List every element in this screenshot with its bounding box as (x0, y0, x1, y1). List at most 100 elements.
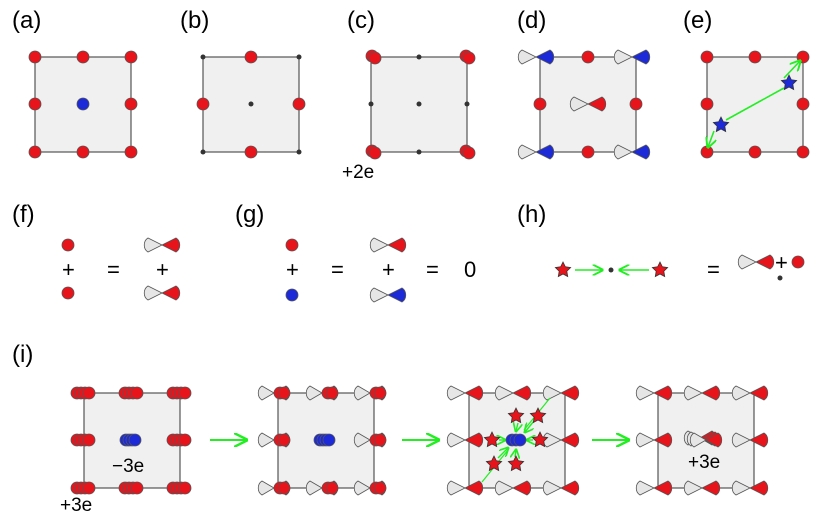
red-charge (462, 146, 476, 160)
red-charge (748, 50, 762, 64)
panel-i-step-4: +3e (635, 385, 769, 496)
red-charge (533, 97, 547, 111)
center-charge-annotation: +3e (688, 452, 720, 473)
panel-label-c: (c) (347, 7, 375, 34)
red-charge (76, 50, 90, 64)
zero: 0 (464, 257, 476, 282)
red-charge (462, 51, 476, 65)
red-charge-cluster (166, 481, 192, 495)
center-charge-annotation: −3e (112, 456, 144, 477)
red-charge (796, 97, 810, 111)
lattice-dot (777, 275, 783, 281)
blue-star (780, 74, 798, 91)
red-charge (196, 97, 210, 111)
panel-i-step-2 (257, 385, 387, 496)
blue-charge-cluster (119, 433, 142, 447)
lattice-dot (416, 54, 422, 60)
panel-label-h: (h) (517, 201, 546, 228)
dipole-cluster (305, 385, 339, 401)
lattice-dot (200, 149, 206, 155)
dipole-white-red (737, 254, 775, 270)
red-charge (244, 50, 258, 64)
panel-h: = + (554, 250, 805, 282)
red-charge (124, 145, 138, 159)
dipole-white-red (369, 237, 407, 253)
dipole-white-red (446, 385, 484, 401)
red-star (651, 261, 669, 278)
dipole-white-red (143, 237, 181, 253)
red-charge (244, 145, 258, 159)
dipole-white-red (542, 385, 580, 401)
red-charge (791, 255, 805, 269)
red-star (485, 455, 503, 472)
dipole-white-red (446, 480, 484, 496)
green-arrow (516, 423, 518, 431)
green-arrow (708, 130, 714, 147)
red-charge (700, 145, 714, 159)
red-charge (124, 97, 138, 111)
panel-c: +2e (342, 49, 476, 183)
red-charge (796, 145, 810, 159)
panel-a (28, 50, 138, 159)
red-charge (28, 97, 42, 111)
red-charge (28, 50, 42, 64)
green-arrow (783, 61, 800, 79)
red-star (507, 407, 525, 424)
equals-sign: = (331, 257, 344, 282)
panel-i-step-3 (446, 385, 580, 496)
panel-label-a: (a) (12, 7, 41, 34)
panel-label-b: (b) (180, 7, 209, 34)
lattice-dot (200, 54, 206, 60)
dipole-cluster (257, 385, 291, 401)
red-star (507, 455, 525, 472)
panel-e (700, 50, 810, 159)
red-charge (61, 238, 75, 252)
red-charge (61, 286, 75, 300)
red-charge (368, 51, 382, 65)
lattice-dot (416, 101, 422, 107)
panel-label-f: (f) (12, 201, 35, 228)
center-dipole-stack (683, 430, 723, 448)
panel-label-e: (e) (683, 7, 712, 34)
plus-sign: + (286, 257, 299, 282)
dipole-white-red (542, 432, 580, 448)
red-charge-cluster (118, 481, 144, 495)
equals-sign: = (426, 257, 439, 282)
corner-charge-annotation: +3e (60, 495, 92, 516)
dipole-white-red (542, 480, 580, 496)
red-charge (28, 145, 42, 159)
dipole-white-red (446, 432, 484, 448)
charge-annotation-c: +2e (342, 162, 374, 183)
red-charge (581, 50, 595, 64)
dipole-white-blue (517, 49, 555, 65)
green-arrow (515, 450, 516, 457)
panel-g: + = + = 0 (285, 237, 476, 303)
red-star (529, 407, 547, 424)
panel-f: + = + (61, 237, 181, 301)
red-charge (124, 50, 138, 64)
dipole-white-red (143, 285, 181, 301)
dipole-white-red (683, 385, 721, 401)
dipole-cluster (353, 432, 387, 448)
dipole-white-red (635, 385, 673, 401)
plus-sign: + (775, 250, 788, 275)
red-charge-cluster (118, 386, 144, 400)
red-charge (748, 145, 762, 159)
dipole-white-red (731, 385, 769, 401)
dipole-white-blue (517, 144, 555, 160)
lattice-dot (464, 101, 470, 107)
lattice-dot (296, 149, 302, 155)
dipole-white-blue (613, 144, 651, 160)
panel-d (517, 49, 651, 160)
dipole-white-red (635, 432, 673, 448)
dipole-white-red (494, 480, 532, 496)
red-charge (700, 97, 714, 111)
panel-b (196, 50, 306, 159)
dipole-cluster (257, 432, 291, 448)
equals-sign: = (107, 257, 120, 282)
panel-label-d: (d) (517, 7, 546, 34)
lattice-dot (416, 149, 422, 155)
red-charge-cluster (70, 481, 96, 495)
green-arrow (525, 420, 535, 432)
